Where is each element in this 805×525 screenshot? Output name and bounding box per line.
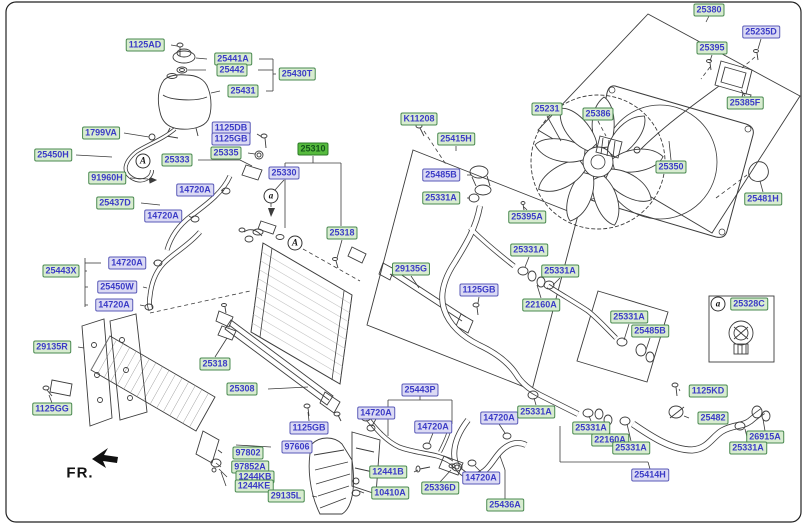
part-label-22160A[interactable]: 22160A	[522, 298, 560, 312]
fan-bracket	[748, 161, 769, 182]
part-label-25331A[interactable]: 25331A	[610, 310, 648, 324]
diagram-border	[5, 1, 802, 523]
part-label-91960H[interactable]: 91960H	[88, 171, 126, 185]
clamp-group-box	[576, 290, 669, 383]
part-label-14720A[interactable]: 14720A	[95, 298, 133, 312]
part-label-K11208[interactable]: K11208	[400, 112, 438, 126]
leader-lines	[48, 15, 766, 499]
part-label-25331A[interactable]: 25331A	[422, 191, 460, 205]
part-label-25331A[interactable]: 25331A	[517, 405, 555, 419]
part-label-25395[interactable]: 25395	[696, 41, 728, 55]
callout-A: A	[135, 153, 151, 169]
group-boxes	[366, 13, 801, 391]
part-label-29135G[interactable]: 29135G	[391, 262, 431, 276]
part-label-14720A[interactable]: 14720A	[144, 209, 182, 223]
cap-kit-box	[708, 295, 775, 363]
part-label-1125GB[interactable]: 1125GB	[459, 283, 499, 297]
part-label-25481H[interactable]: 25481H	[744, 192, 782, 206]
part-label-25415H[interactable]: 25415H	[437, 132, 475, 146]
fr-label: FR.	[66, 464, 94, 482]
part-label-1125KD[interactable]: 1125KD	[688, 384, 728, 398]
part-label-25333[interactable]: 25333	[161, 153, 193, 167]
part-label-25308[interactable]: 25308	[226, 382, 258, 396]
part-label-25380[interactable]: 25380	[693, 3, 725, 17]
radiator-cap-kit	[728, 320, 754, 355]
part-label-25386[interactable]: 25386	[582, 107, 614, 121]
part-label-14720A[interactable]: 14720A	[480, 411, 518, 425]
fan-motor	[595, 85, 720, 159]
condenser	[90, 335, 222, 473]
part-label-25336D[interactable]: 25336D	[421, 481, 459, 495]
part-label-25442[interactable]: 25442	[216, 63, 248, 77]
part-label-29135L[interactable]: 29135L	[267, 489, 305, 503]
fr-arrow-icon	[92, 448, 118, 468]
callout-a: a	[263, 188, 279, 204]
part-label-14720A[interactable]: 14720A	[176, 183, 214, 197]
support-bar	[378, 262, 474, 334]
part-label-12441B[interactable]: 12441B	[369, 465, 407, 479]
radiator	[217, 227, 367, 385]
part-label-25485B[interactable]: 25485B	[631, 324, 669, 338]
part-label-25430T[interactable]: 25430T	[278, 67, 316, 81]
part-label-25482[interactable]: 25482	[697, 411, 729, 425]
part-label-25385F[interactable]: 25385F	[726, 96, 764, 110]
part-label-25485B[interactable]: 25485B	[422, 168, 460, 182]
part-label-14720A[interactable]: 14720A	[414, 420, 452, 434]
part-label-25331A[interactable]: 25331A	[612, 441, 650, 455]
callout-a: a	[710, 296, 726, 312]
part-label-25443X[interactable]: 25443X	[42, 264, 80, 278]
air-guard-left	[42, 313, 148, 427]
part-label-25450W[interactable]: 25450W	[97, 280, 137, 294]
fan-shroud	[587, 85, 754, 238]
part-label-25331A[interactable]: 25331A	[541, 264, 579, 278]
part-label-25450H[interactable]: 25450H	[34, 148, 72, 162]
fan-hub	[582, 146, 614, 178]
reservoir-tank	[148, 42, 212, 184]
part-label-25318[interactable]: 25318	[199, 357, 231, 371]
part-label-25431[interactable]: 25431	[227, 84, 259, 98]
dashed-lines	[149, 56, 756, 314]
part-label-14720A[interactable]: 14720A	[108, 256, 146, 270]
part-label-25331A[interactable]: 25331A	[510, 243, 548, 257]
part-label-25331A[interactable]: 25331A	[572, 421, 610, 435]
part-label-1125GG[interactable]: 1125GG	[32, 402, 72, 416]
part-label-25235D[interactable]: 25235D	[742, 25, 780, 39]
fan-assembly-box	[537, 13, 801, 234]
part-label-25331A[interactable]: 25331A	[729, 441, 767, 455]
part-label-1125GB[interactable]: 1125GB	[211, 132, 251, 146]
part-label-25310[interactable]: 25310	[297, 142, 329, 156]
part-label-25335[interactable]: 25335	[210, 146, 242, 160]
part-label-29135R[interactable]: 29135R	[33, 340, 71, 354]
part-label-25436A[interactable]: 25436A	[486, 498, 524, 512]
part-label-1799VA[interactable]: 1799VA	[82, 126, 120, 140]
part-label-25318[interactable]: 25318	[326, 226, 358, 240]
part-label-10410A[interactable]: 10410A	[371, 486, 409, 500]
part-label-14720A[interactable]: 14720A	[462, 471, 500, 485]
part-label-25437D[interactable]: 25437D	[96, 196, 134, 210]
part-label-97606[interactable]: 97606	[281, 440, 313, 454]
part-label-25328C[interactable]: 25328C	[730, 297, 768, 311]
part-label-97802[interactable]: 97802	[232, 446, 264, 460]
part-label-25330[interactable]: 25330	[268, 166, 300, 180]
part-label-25443P[interactable]: 25443P	[401, 383, 439, 397]
part-label-1125GB[interactable]: 1125GB	[289, 421, 329, 435]
part-label-25395A[interactable]: 25395A	[508, 210, 546, 224]
part-label-1244KE[interactable]: 1244KE	[234, 479, 274, 493]
lower-crossmember	[215, 303, 342, 422]
fan-assembly	[530, 49, 769, 238]
part-label-25350[interactable]: 25350	[655, 160, 687, 174]
part-label-14720A[interactable]: 14720A	[357, 406, 395, 420]
small-hardware	[144, 123, 771, 497]
part-label-25414H[interactable]: 25414H	[631, 468, 669, 482]
callout-arrow	[268, 208, 275, 217]
part-label-1125AD[interactable]: 1125AD	[125, 38, 165, 52]
part-label-25231[interactable]: 25231	[531, 102, 563, 116]
callout-A: A	[287, 235, 303, 251]
